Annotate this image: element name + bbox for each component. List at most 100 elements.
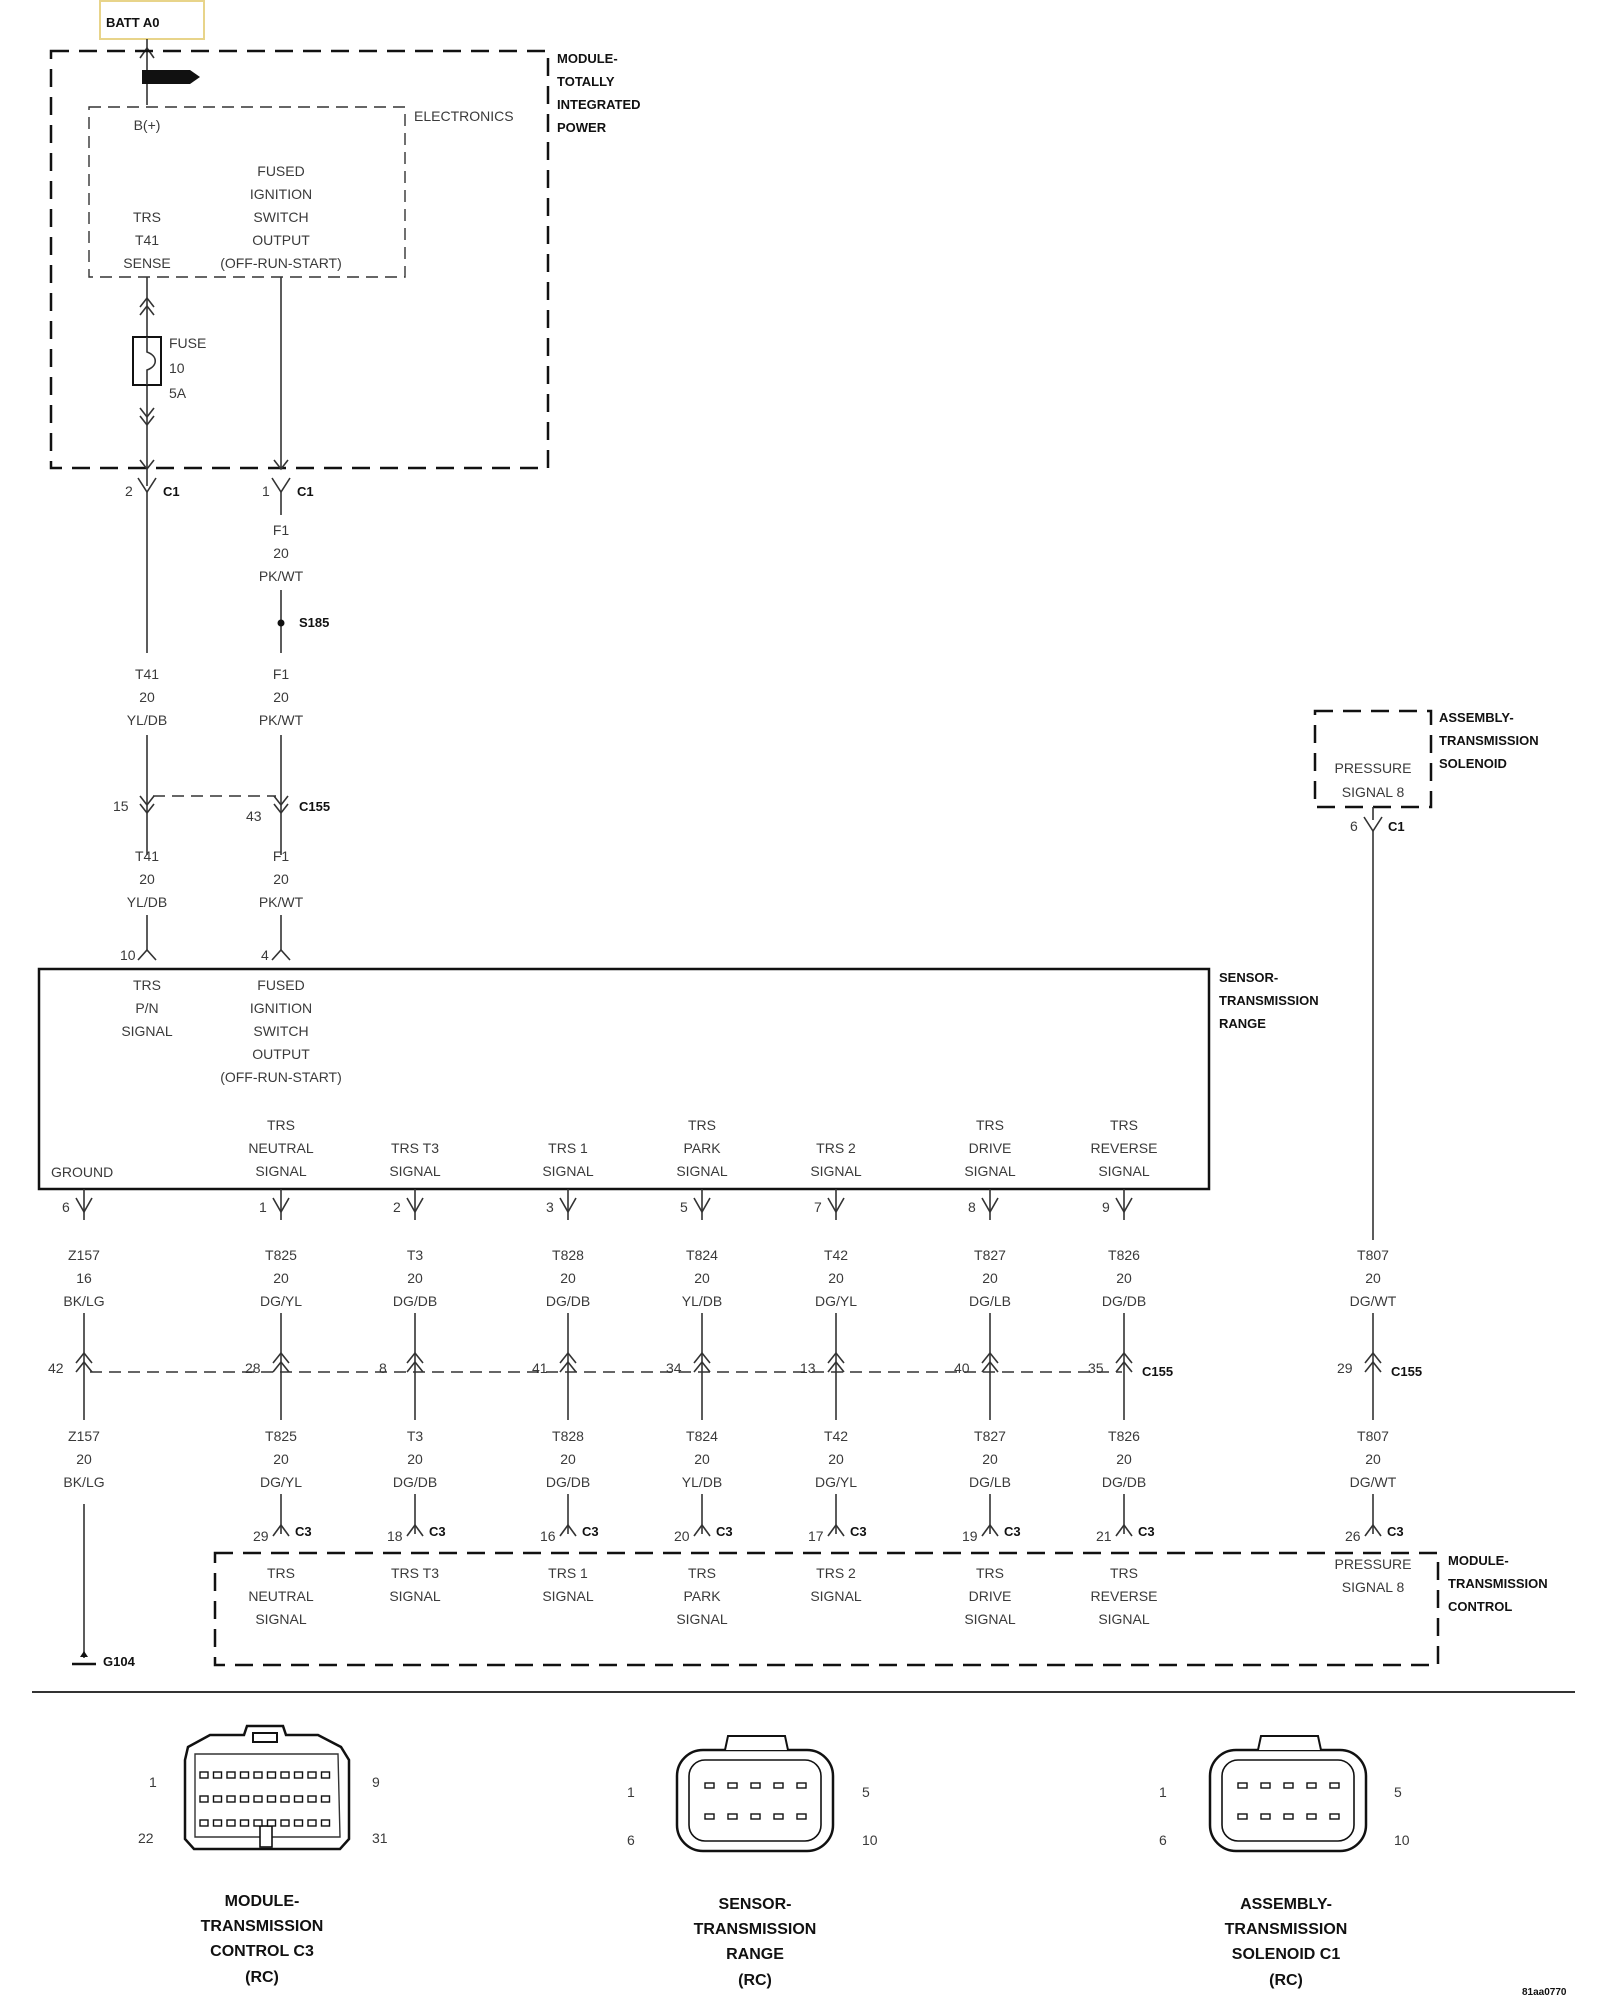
svg-text:TRS: TRS (133, 209, 161, 225)
solenoid-c1-caption: ASSEMBLY- TRANSMISSION SOLENOID C1 (RC) (1225, 1896, 1348, 1989)
electronics-box (88, 106, 406, 278)
svg-text:DG/DB: DG/DB (546, 1293, 590, 1309)
solenoid-title: ASSEMBLY- TRANSMISSION SOLENOID (1439, 710, 1539, 771)
c3-pin-number: 16 (540, 1528, 556, 1544)
svg-text:20: 20 (273, 689, 289, 705)
c155-pin-number: 29 (1337, 1360, 1353, 1376)
cavity (199, 1795, 209, 1803)
svg-text:TRS: TRS (1110, 1565, 1138, 1581)
svg-text:TRANSMISSION: TRANSMISSION (1225, 1921, 1348, 1938)
c155-pin-connector (75, 1351, 93, 1373)
sensor-ground-label: GROUND (51, 1164, 113, 1180)
c155-pin-number: 13 (800, 1360, 816, 1376)
svg-text:T828: T828 (552, 1428, 584, 1444)
c155-pin-connector (559, 1351, 577, 1373)
svg-text:T824: T824 (686, 1247, 718, 1263)
svg-text:TRS 2: TRS 2 (816, 1140, 856, 1156)
svg-text:TRS 1: TRS 1 (548, 1565, 588, 1581)
svg-text:C1: C1 (297, 484, 314, 499)
svg-text:P/N: P/N (135, 1000, 158, 1016)
svg-text:TRS: TRS (976, 1117, 1004, 1133)
svg-text:C1: C1 (1388, 819, 1405, 834)
tcm-module-box (213, 1551, 1440, 1667)
circuit-column: TRSREVERSESIGNAL9T82620DG/DB35T82620DG/D… (1088, 1117, 1157, 1627)
svg-text:CONTROL C3: CONTROL C3 (210, 1943, 314, 1960)
cavity (1329, 1813, 1340, 1820)
svg-text:SIGNAL: SIGNAL (255, 1611, 307, 1627)
c3-connector-label: C3 (1387, 1524, 1404, 1539)
c155-connector-label: C155 (1142, 1364, 1173, 1379)
cavity (199, 1819, 209, 1827)
svg-text:T3: T3 (407, 1428, 424, 1444)
svg-text:MODULE-: MODULE- (225, 1893, 300, 1910)
sensor-pin-number: 5 (680, 1199, 688, 1215)
svg-text:16: 16 (76, 1270, 92, 1286)
cavity (266, 1819, 277, 1827)
svg-text:YL/DB: YL/DB (682, 1474, 722, 1490)
tcm-title: MODULE- TRANSMISSION CONTROL (1448, 1553, 1548, 1614)
fuse-label: FUSE 10 5A (169, 335, 206, 401)
circuit-column: TRSNEUTRALSIGNAL1T82520DG/YL28T82520DG/Y… (245, 1117, 314, 1627)
sensor-pin-number: 7 (814, 1199, 822, 1215)
c155-pin-connector (827, 1351, 845, 1373)
svg-text:T807: T807 (1357, 1428, 1389, 1444)
sensor-range-caption: SENSOR- TRANSMISSION RANGE (RC) (694, 1896, 817, 1989)
svg-text:6: 6 (627, 1832, 635, 1848)
c3-pin-connector (1115, 1523, 1133, 1537)
c155-pin-number: 8 (379, 1360, 387, 1376)
c1-connector-pin-1: 1 C1 (262, 477, 314, 499)
svg-text:T826: T826 (1108, 1247, 1140, 1263)
svg-text:DG/DB: DG/DB (1102, 1474, 1146, 1490)
cavity (704, 1782, 715, 1789)
cavity (773, 1782, 784, 1789)
svg-text:ASSEMBLY-: ASSEMBLY- (1240, 1896, 1332, 1913)
svg-text:6: 6 (1159, 1832, 1167, 1848)
c155-pin-connector (406, 1351, 424, 1373)
svg-text:PARK: PARK (683, 1588, 721, 1604)
svg-text:1: 1 (627, 1784, 635, 1800)
svg-text:SIGNAL: SIGNAL (121, 1023, 173, 1039)
svg-text:PK/WT: PK/WT (259, 568, 304, 584)
c155-pin-number: 42 (48, 1360, 64, 1376)
cavity (320, 1795, 331, 1803)
svg-text:20: 20 (694, 1270, 710, 1286)
c3-pin-connector (1364, 1523, 1382, 1537)
svg-text:SIGNAL: SIGNAL (1098, 1611, 1150, 1627)
svg-text:22: 22 (138, 1830, 154, 1846)
svg-text:T3: T3 (407, 1247, 424, 1263)
svg-text:BK/LG: BK/LG (63, 1474, 104, 1490)
svg-text:TRS: TRS (133, 977, 161, 993)
tipm-fused-output-label: FUSED IGNITION SWITCH OUTPUT (OFF-RUN-ST… (220, 163, 342, 271)
svg-text:20: 20 (828, 1270, 844, 1286)
sensor-pin-connector (75, 1197, 93, 1214)
svg-text:43: 43 (246, 808, 262, 824)
svg-text:SIGNAL: SIGNAL (255, 1163, 307, 1179)
cavity (796, 1782, 807, 1789)
svg-text:T825: T825 (265, 1247, 297, 1263)
svg-text:PARK: PARK (683, 1140, 721, 1156)
svg-text:POWER: POWER (557, 120, 607, 135)
c3-pin-connector (827, 1523, 845, 1537)
svg-text:DG/DB: DG/DB (393, 1293, 437, 1309)
svg-text:TRANSMISSION: TRANSMISSION (694, 1921, 817, 1938)
circuit-column: TRSDRIVESIGNAL8T82720DG/LB40T82720DG/LB1… (954, 1117, 1021, 1627)
sensor-pin-connector (693, 1197, 711, 1214)
fuse-icon (132, 336, 162, 386)
svg-text:F1: F1 (273, 666, 290, 682)
sensor-pin-connector (827, 1197, 845, 1214)
c155-pin-connector (693, 1351, 711, 1373)
svg-text:TRS 2: TRS 2 (816, 1565, 856, 1581)
cavity (253, 1771, 263, 1779)
sensor-pin-number: 2 (393, 1199, 401, 1215)
svg-text:TRS: TRS (267, 1117, 295, 1133)
sensor-pin-number: 6 (62, 1199, 70, 1215)
